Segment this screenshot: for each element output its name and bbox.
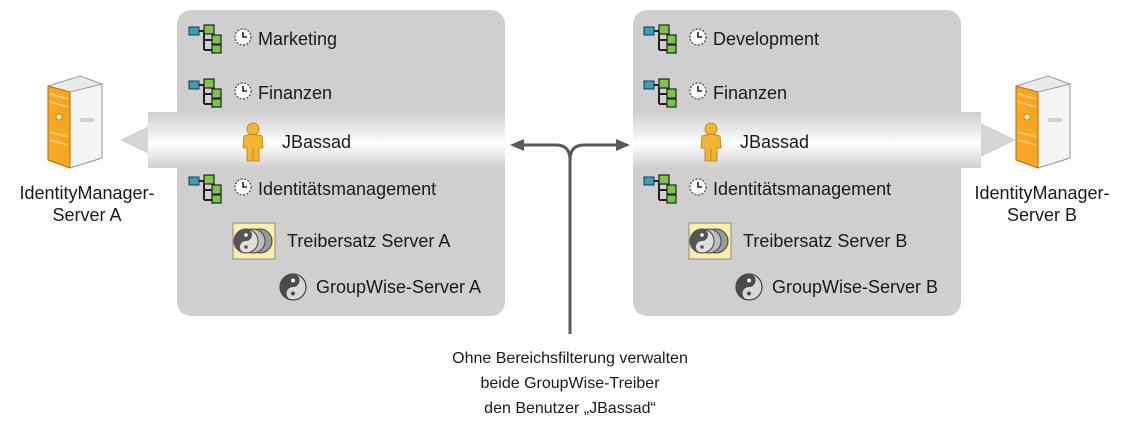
tree-item-user-jbassad-a[interactable]: JBassad [238, 122, 351, 162]
left-arrowhead [510, 139, 524, 151]
caption: Ohne Bereichsfilterung verwalten beide G… [380, 346, 760, 421]
right-arrowhead [616, 139, 630, 151]
item-label: GroupWise-Server B [772, 277, 939, 297]
item-label: Identitätsmanagement [713, 179, 892, 199]
item-label: Marketing [258, 29, 338, 49]
item-label: Development [713, 29, 820, 49]
clock-icon [689, 82, 707, 100]
user-highlight-band-a [148, 112, 505, 168]
clock-icon [689, 28, 707, 46]
server-b-label: IdentityManager- Server B [957, 182, 1127, 226]
clock-icon [234, 178, 252, 196]
tree-item-groupwise-b[interactable]: GroupWise-Server B [734, 272, 938, 302]
item-label: JBassad [282, 132, 352, 152]
server-b-icon [1015, 75, 1071, 169]
clock-icon [689, 178, 707, 196]
item-label: Finanzen [258, 83, 333, 103]
clock-icon [234, 28, 252, 46]
item-label: Treibersatz Server B [743, 231, 908, 251]
item-label: Identitätsmanagement [258, 179, 437, 199]
tree-item-development[interactable]: Development [643, 24, 819, 54]
driver-set-icon [232, 222, 276, 260]
tree-item-finanzen-a[interactable]: Finanzen [188, 78, 332, 108]
organizational-unit-icon [643, 174, 677, 204]
tree-item-driverset-a[interactable]: Treibersatz Server A [232, 222, 450, 260]
item-label: GroupWise-Server A [316, 277, 482, 297]
item-label: JBassad [740, 132, 810, 152]
user-highlight-band-b [633, 112, 981, 168]
tree-item-identitaetsmanagement-a[interactable]: Identitätsmanagement [188, 174, 436, 204]
server-a-icon [47, 75, 103, 169]
organizational-unit-icon [188, 174, 222, 204]
driver-set-icon [688, 222, 732, 260]
tree-item-finanzen-b[interactable]: Finanzen [643, 78, 787, 108]
organizational-unit-icon [188, 24, 222, 54]
groupwise-server-icon [735, 273, 763, 301]
tree-item-user-jbassad-b[interactable]: JBassad [696, 122, 809, 162]
tree-item-driverset-b[interactable]: Treibersatz Server B [688, 222, 907, 260]
tree-item-marketing[interactable]: Marketing [188, 24, 337, 54]
clock-icon [234, 82, 252, 100]
server-a-label-line2: Server A [52, 205, 122, 225]
groupwise-server-icon [279, 273, 307, 301]
user-icon [242, 122, 264, 162]
caption-line2: beide GroupWise-Treiber [480, 375, 660, 392]
item-label: Treibersatz Server A [287, 231, 451, 251]
organizational-unit-icon [643, 24, 677, 54]
server-a-label: IdentityManager- Server A [2, 182, 172, 226]
organizational-unit-icon [643, 78, 677, 108]
server-b-label-line2: Server B [1006, 205, 1078, 225]
user-icon [700, 122, 722, 162]
server-a-label-line1: IdentityManager- [19, 183, 155, 203]
server-b-label-line1: IdentityManager- [974, 183, 1110, 203]
tree-item-groupwise-a[interactable]: GroupWise-Server A [278, 272, 481, 302]
caption-line3: den Benutzer „JBassad“ [484, 400, 656, 417]
tree-item-identitaetsmanagement-b[interactable]: Identitätsmanagement [643, 174, 891, 204]
item-label: Finanzen [713, 83, 788, 103]
organizational-unit-icon [188, 78, 222, 108]
caption-line1: Ohne Bereichsfilterung verwalten [452, 350, 688, 367]
